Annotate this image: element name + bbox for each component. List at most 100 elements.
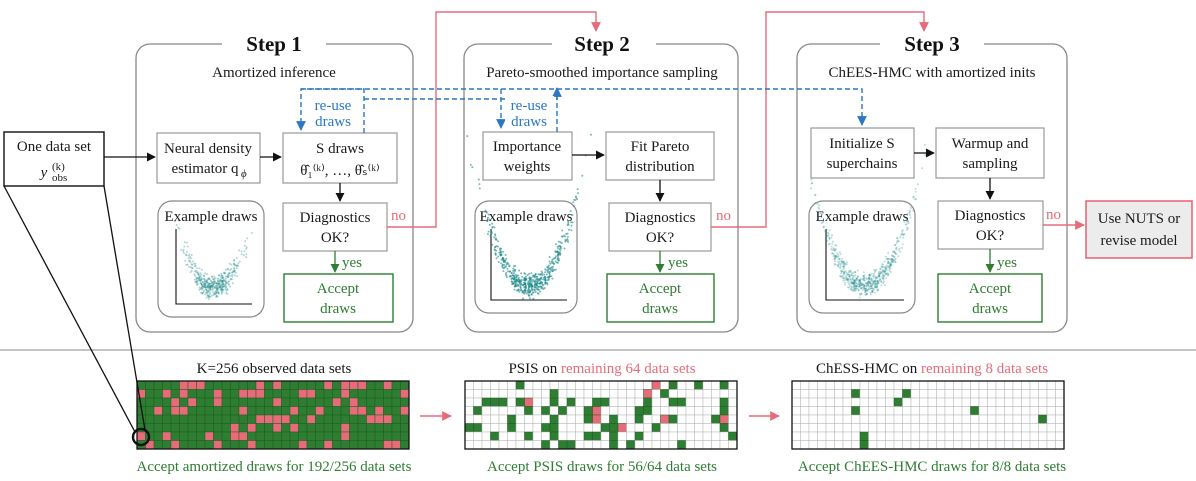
draw-point — [208, 285, 211, 288]
grid-cell — [677, 406, 687, 416]
grid-cell — [651, 423, 661, 433]
draw-point — [886, 272, 889, 275]
draw-point — [488, 218, 491, 221]
draw-point — [834, 263, 837, 266]
draw-point — [871, 283, 874, 286]
draw-point — [546, 271, 549, 274]
draw-point — [201, 284, 204, 287]
draw-point — [199, 288, 202, 290]
grid-cell — [1004, 380, 1014, 390]
draw-point — [838, 257, 841, 260]
no-arrow-step2-to-step3: no — [711, 11, 929, 228]
grid-border — [136, 380, 410, 450]
grid-cell — [876, 406, 886, 416]
draw-point — [885, 277, 888, 280]
draw-point — [529, 277, 532, 280]
draw-point — [198, 267, 201, 270]
draw-point — [897, 240, 900, 243]
draw-point — [885, 268, 888, 271]
draw-point — [212, 283, 215, 286]
draw-point — [842, 277, 844, 280]
draw-point — [227, 282, 230, 285]
draw-point — [195, 281, 198, 284]
draw-point — [217, 282, 220, 285]
draw-point — [208, 282, 211, 285]
grid-cell — [366, 414, 376, 424]
grid-cell — [936, 414, 946, 424]
draw-point — [842, 263, 845, 266]
grid-cell — [961, 380, 971, 390]
draw-point — [505, 274, 508, 277]
draw-point — [228, 272, 231, 275]
draw-point — [203, 284, 206, 287]
grid-cell — [464, 431, 474, 441]
grid-cell — [332, 440, 342, 450]
grid-cell — [238, 414, 248, 424]
draw-point — [907, 227, 909, 230]
grid-cell — [617, 406, 627, 416]
grid3-title: ChESS-HMC on remaining 8 data sets — [816, 361, 1048, 377]
grid-cell — [315, 440, 325, 450]
grid-cell — [643, 414, 653, 424]
draw-point — [884, 273, 887, 276]
draw-point — [513, 268, 516, 271]
grid-cell — [600, 440, 610, 450]
draw-point — [841, 261, 844, 264]
draw-point — [216, 287, 219, 290]
draw-point — [832, 247, 835, 250]
draw-point — [565, 233, 568, 235]
draw-point — [893, 251, 896, 254]
draw-point — [191, 267, 194, 270]
draw-point — [217, 284, 220, 286]
grid-cell — [349, 406, 359, 416]
grid-cell — [1021, 431, 1031, 441]
grid-cell — [272, 389, 282, 399]
draw-point — [564, 235, 567, 238]
grid-cell — [677, 431, 687, 441]
grid-cell — [634, 423, 644, 433]
fit-pareto-box: Fit Pareto distribution — [605, 131, 715, 181]
draw-point — [520, 272, 523, 275]
draw-point — [219, 286, 222, 289]
draw-point — [814, 193, 817, 196]
grid-cell — [668, 406, 678, 416]
draw-point — [513, 285, 516, 288]
draw-point — [200, 276, 203, 279]
draw-point — [202, 278, 205, 281]
grid3-caption: Accept ChEES-HMC draws for 8/8 data sets — [798, 459, 1066, 475]
draw-point — [839, 267, 841, 270]
draw-point — [854, 270, 857, 273]
draw-point — [810, 187, 812, 190]
draw-point — [893, 250, 896, 253]
draw-point — [196, 272, 199, 274]
svg-text:OK?: OK? — [646, 230, 675, 246]
draw-point — [820, 222, 823, 224]
draw-point — [835, 244, 838, 247]
draw-point — [875, 276, 878, 279]
grid-cell — [868, 406, 878, 416]
draw-point — [223, 278, 225, 281]
draw-point — [215, 294, 218, 297]
draw-point — [884, 267, 887, 270]
draw-point — [207, 298, 210, 301]
draw-point — [863, 276, 865, 279]
grid-cell — [498, 440, 508, 450]
draw-point — [885, 267, 888, 270]
grid-cell — [490, 423, 500, 433]
draw-point — [874, 270, 876, 273]
draw-point — [547, 267, 550, 270]
draw-point — [843, 263, 846, 266]
draw-point — [221, 279, 224, 282]
draw-point — [825, 229, 828, 232]
draw-point — [854, 286, 857, 289]
grid-cell — [719, 414, 729, 424]
grid-cell — [357, 440, 367, 450]
grid-cell — [473, 440, 483, 450]
draw-point — [508, 264, 511, 267]
grid-cell — [902, 414, 912, 424]
draw-point — [204, 293, 207, 296]
grid-cell — [868, 423, 878, 433]
grid-cell — [162, 389, 172, 399]
svg-text:Diagnostics: Diagnostics — [625, 210, 696, 226]
grid-cell — [264, 406, 274, 416]
